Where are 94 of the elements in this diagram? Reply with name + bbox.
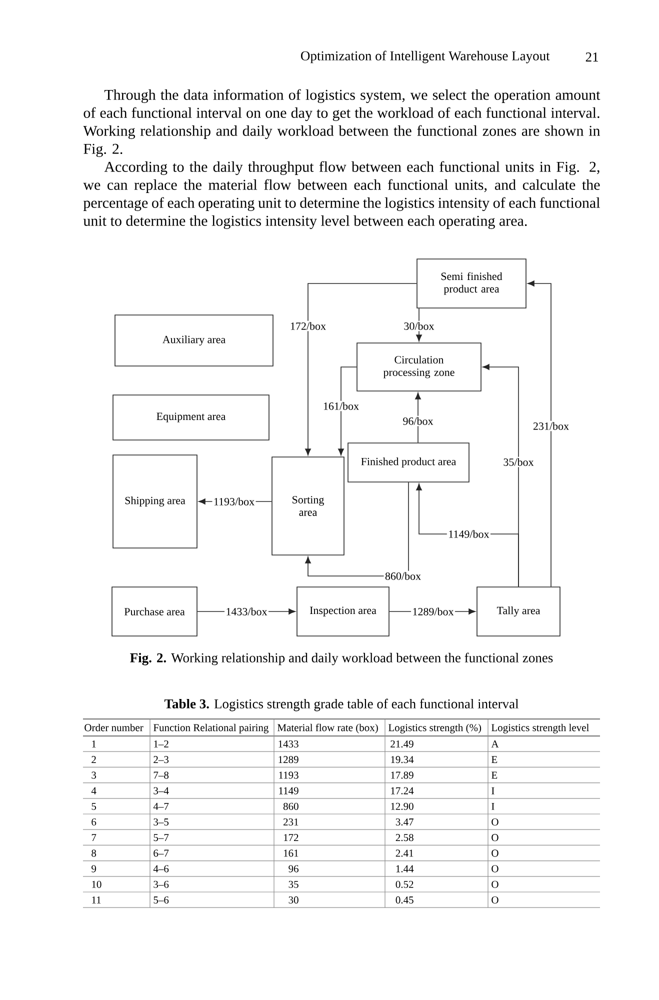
edge-label: 1193/box	[212, 496, 256, 507]
strength-level: O	[492, 818, 498, 826]
zone-pairing: 4–7	[153, 802, 169, 810]
edge-label: 172/box	[288, 320, 328, 332]
order-number: 8	[92, 850, 96, 857]
edge-label: 35/box	[502, 456, 535, 468]
edge-label: 1289/box	[411, 606, 455, 617]
strength-percent: 2.41	[396, 850, 414, 857]
strength-percent: 0.45	[396, 896, 414, 904]
strength-percent: 17.24	[391, 787, 414, 794]
strength-percent: 12.90	[391, 802, 414, 810]
zone-pairing: 4–6	[153, 865, 169, 872]
order-number: 4	[91, 787, 96, 794]
order-number: 5	[92, 802, 96, 810]
flow-arrow	[528, 280, 552, 587]
table-caption: Table 3. Logistics strength grade table of each functional interval	[164, 698, 519, 712]
edge-label: 231/box	[532, 420, 570, 432]
flow-rate: 161	[284, 850, 298, 857]
area-box: Purchase area	[112, 586, 198, 636]
order-number: 9	[92, 865, 96, 872]
order-number: 11	[92, 896, 101, 904]
order-number: 2	[92, 756, 96, 763]
flow-rate: 30	[288, 896, 298, 904]
strength-level: I	[492, 787, 494, 794]
area-box: Equipment area	[112, 394, 270, 440]
strength-percent: 21.49	[390, 740, 414, 748]
zone-pairing: 5–6	[154, 896, 169, 904]
flow-rate: 860	[283, 802, 298, 810]
flow-rate: 96	[288, 865, 298, 872]
order-number: 10	[92, 880, 102, 888]
flow-arrow	[305, 482, 409, 576]
strength-level: E	[492, 772, 498, 779]
strength-level: A	[491, 740, 499, 748]
area-box: Shipping area	[112, 454, 198, 548]
zone-pairing: 3–6	[154, 880, 169, 888]
strength-percent: 17.89	[391, 772, 414, 779]
area-box: Circulation processing zone	[356, 342, 482, 392]
column-header: Logistics strength (%)	[388, 724, 482, 734]
order-number: 6	[92, 818, 96, 826]
edge-label: 1149/box	[446, 528, 490, 540]
strength-level: I	[492, 802, 494, 810]
edge-label: 30/box	[402, 320, 436, 332]
flow-rate: 1433	[278, 740, 298, 748]
figure-caption: Fig. 2. Working relationship and daily workload between the functional zones	[130, 652, 553, 666]
flow-arrow	[415, 392, 421, 443]
strength-level: O	[492, 880, 498, 888]
edge-label: 96/box	[402, 416, 434, 426]
flow-rate: 172	[284, 834, 298, 841]
strength-level: O	[492, 834, 498, 842]
flow-arrow	[482, 364, 519, 587]
flow-rate: 231	[284, 818, 298, 826]
flow-rate: 35	[288, 880, 298, 888]
strength-percent: 3.47	[396, 818, 414, 826]
strength-percent: 1.44	[396, 865, 414, 872]
column-header: Order number	[84, 724, 144, 732]
body-paragraph: According to the daily throughput flow between each functional units in Fig. 2, we can replace the material flow between each functional units, and calculate the percentage of each operating unit to determine the logistics intensity of each functional unit to determine the logistics intensity level between each operating area.	[83, 161, 600, 229]
order-number: 3	[92, 772, 96, 779]
strength-percent: 2.58	[396, 834, 414, 842]
column-header: Material flow rate (box)	[278, 724, 378, 734]
area-box: Finished product area	[348, 442, 470, 482]
strength-percent: 19.34	[391, 756, 414, 764]
area-box: Inspection area	[296, 586, 390, 636]
column-header: Logistics strength level	[492, 724, 589, 734]
zone-pairing: 1–2	[154, 740, 168, 748]
area-box: Sorting area	[272, 456, 344, 556]
zone-pairing: 6–7	[154, 850, 169, 857]
flow-rate: 1149	[279, 787, 298, 794]
column-header: Function Relational pairing	[154, 724, 268, 734]
edge-label: 1433/box	[224, 606, 268, 617]
strength-level: E	[492, 756, 498, 763]
order-number: 1	[92, 740, 96, 748]
area-box: Semi finished product area	[416, 258, 526, 308]
order-number: 7	[92, 834, 96, 841]
edge-label: 161/box	[322, 400, 360, 412]
running-head: Optimization of Intelligent Warehouse Layout	[301, 50, 550, 64]
strength-percent: 0.52	[396, 880, 414, 888]
page-number: 21	[586, 52, 598, 62]
flow-arrow	[338, 366, 357, 456]
zone-pairing: 7–8	[154, 772, 169, 779]
zone-pairing: 5–7	[154, 834, 169, 842]
flow-arrow	[305, 283, 417, 456]
zone-pairing: 2–3	[154, 756, 169, 764]
flow-rate: 1193	[279, 772, 298, 779]
area-box: Auxiliary area	[114, 314, 274, 366]
strength-level: O	[492, 896, 498, 904]
zone-pairing: 3–4	[154, 787, 169, 794]
strength-level: O	[492, 850, 498, 857]
body-paragraph: Through the data information of logistics system, we select the operation amount of each functional interval on one day to get the workload of each functional interval. Working relationship and daily workload between the functional zones are shown in Fig. 2.	[83, 89, 600, 157]
flow-rate: 1289	[278, 756, 298, 764]
area-box: Tally area	[476, 586, 560, 636]
zone-pairing: 3–5	[154, 818, 169, 826]
edge-label: 860/box	[384, 570, 422, 582]
flow-arrow	[416, 308, 422, 342]
strength-level: O	[492, 865, 498, 872]
